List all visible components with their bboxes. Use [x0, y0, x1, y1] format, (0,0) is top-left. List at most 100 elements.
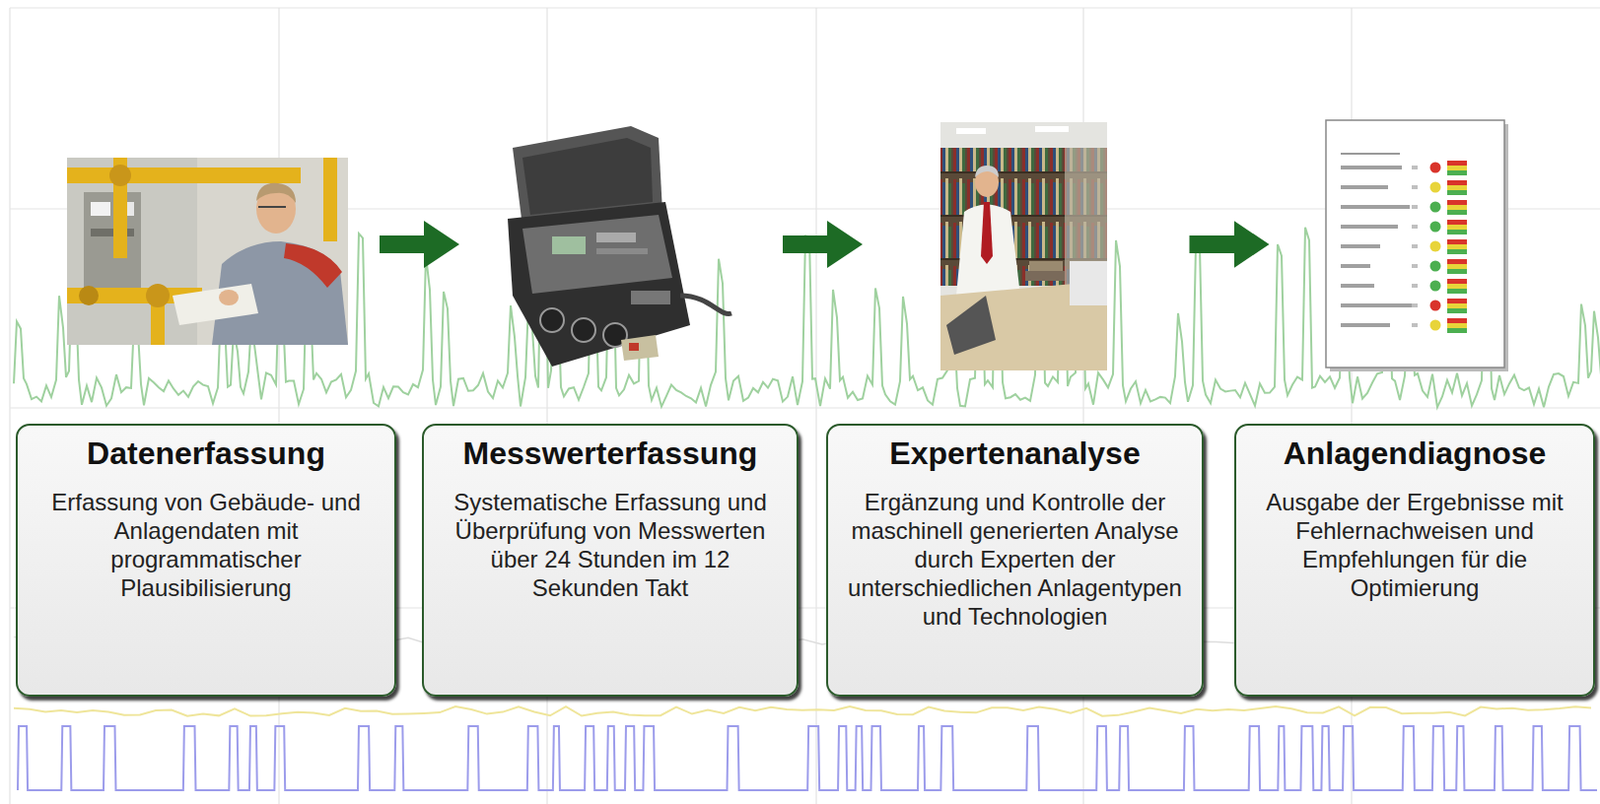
report-rows-part [1447, 278, 1467, 284]
photo-expert-part [1035, 126, 1069, 133]
report-rows-part [1447, 283, 1467, 289]
report-rows-part [1430, 182, 1442, 194]
photo-expert-part [1029, 261, 1063, 272]
photo-measuring-device-part [507, 202, 691, 367]
report-rows-part [1447, 185, 1467, 191]
photo-technician-part [67, 157, 348, 346]
photo-measuring-device-part [522, 138, 653, 215]
report-rows-part [1447, 298, 1467, 304]
report-rows-part [1447, 229, 1467, 235]
photo-expert-part [956, 128, 986, 135]
report-rows-part [1447, 318, 1467, 324]
photo-technician-part [172, 283, 259, 326]
flow-arrow [1189, 235, 1236, 254]
chart-grid-part [9, 407, 1600, 409]
process-box: MesswerterfassungSystematische Erfassung… [421, 423, 799, 697]
report-rows-part [1340, 244, 1381, 249]
box-heading: Datenerfassung [43, 434, 369, 473]
chart-grid-part [815, 7, 817, 804]
report-rows-part [1340, 303, 1412, 308]
photo-technician-part [323, 157, 338, 242]
chart-grid-part [8, 7, 10, 804]
report-rows-part [1447, 200, 1467, 206]
report-rows-part [1411, 264, 1418, 269]
photo-technician [67, 157, 348, 346]
photo-expert-part [980, 202, 993, 265]
report-rows-part [1447, 239, 1467, 245]
chart-grid-part [9, 6, 1600, 8]
photo-measuring-device-part [596, 232, 636, 243]
box-heading: Messwerterfassung [447, 434, 773, 473]
report-rows-part [1447, 244, 1467, 250]
photo-expert-part [1025, 271, 1065, 281]
report-rows-part [1411, 303, 1418, 308]
report-rows-part [1447, 303, 1467, 309]
photo-measuring-device-part [571, 318, 596, 343]
box-description: Systematische Erfassung und Überprüfung … [447, 487, 773, 603]
report-rows-part [1447, 205, 1467, 210]
report-rows-part [1430, 280, 1442, 292]
photo-measuring-device-part [522, 214, 673, 294]
report-document [1325, 120, 1509, 372]
box-heading: Anlagendiagnose [1252, 434, 1578, 473]
report-rows-part [1430, 202, 1442, 213]
process-box: DatenerfassungErfassung von Gebäude- und… [15, 423, 397, 697]
report-rows [1340, 160, 1467, 334]
report-rows-part [1340, 165, 1402, 170]
report-rows-part [1411, 185, 1418, 190]
report-rows-part [1447, 288, 1467, 294]
report-rows-part [1447, 323, 1467, 329]
report-rows-part [1340, 323, 1391, 328]
photo-technician-part [256, 183, 296, 204]
report-rows-part [1430, 162, 1442, 174]
photo-measuring-device [507, 126, 732, 367]
photo-measuring-device-part [621, 335, 659, 361]
report-rows-part [1411, 205, 1418, 209]
photo-technician-part [218, 289, 239, 306]
photo-technician-part [78, 285, 99, 306]
report-rows-part [1430, 241, 1442, 253]
report-rows-part [1340, 205, 1410, 209]
photo-technician-part [145, 283, 170, 308]
report-rows-part [1447, 308, 1467, 314]
photo-measuring-device-part [552, 236, 586, 255]
report-rows-part [1340, 283, 1375, 288]
report-rows-part [1430, 320, 1442, 332]
report-rows-part [1447, 209, 1467, 215]
report-rows-part [1411, 323, 1418, 328]
report-rows-part [1411, 165, 1418, 170]
box-description: Ergänzung und Kontrolle der maschinell g… [846, 487, 1183, 631]
report-rows-part [1340, 224, 1398, 229]
photo-technician-part [109, 164, 132, 187]
process-box: AnlagendiagnoseAusgabe der Ergebnisse mi… [1234, 423, 1596, 697]
box-description: Ausgabe der Ergebnisse mit Fehlernachwei… [1252, 487, 1578, 603]
report-rows-part [1447, 249, 1467, 255]
photo-expert-part [974, 165, 999, 178]
photo-expert [940, 122, 1108, 371]
report-rows-part [1340, 264, 1371, 269]
report-rows-part [1447, 219, 1467, 225]
report-rows-part [1447, 190, 1467, 196]
report-rows-part [1411, 244, 1418, 249]
report-rows-part [1447, 224, 1467, 230]
blue-pulse-signal [17, 726, 1598, 791]
report-rows-part [1447, 259, 1467, 265]
report-rows-part [1447, 165, 1467, 171]
photo-expert-part [1069, 261, 1108, 306]
photo-measuring-device-part [630, 290, 671, 305]
report-rows-part [1430, 300, 1442, 312]
report-rows-part [1447, 269, 1467, 275]
report-document-part [1325, 120, 1505, 368]
report-rows-part [1447, 264, 1467, 270]
report-rows-part [1447, 180, 1467, 186]
photo-technician-part [211, 241, 348, 346]
report-rows-part [1430, 221, 1442, 233]
photo-technician-part [90, 202, 111, 216]
photo-expert-part [946, 295, 996, 355]
blue-pulse-line [17, 726, 1598, 791]
photo-measuring-device-part [628, 343, 639, 351]
report-rows-part [1430, 261, 1442, 273]
photo-measuring-device-part [596, 248, 648, 255]
